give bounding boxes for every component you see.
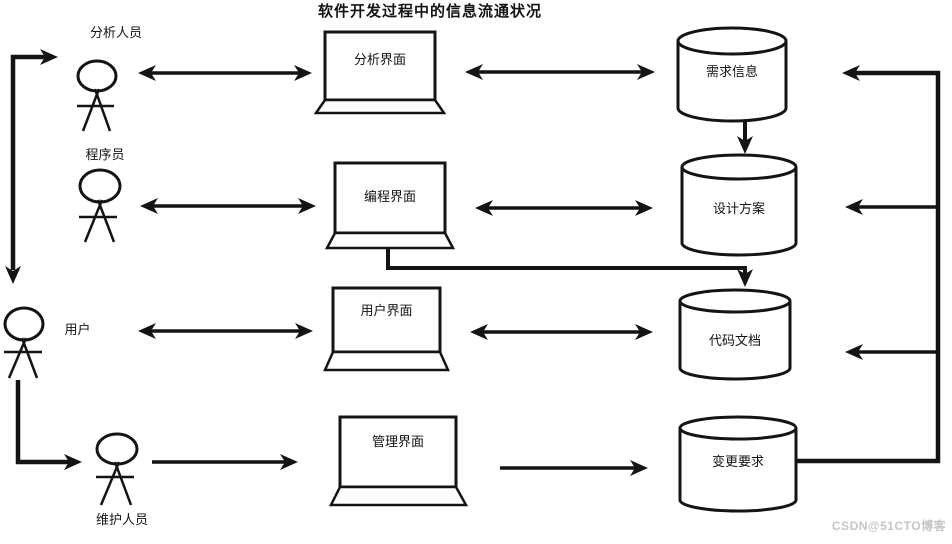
- interface-label-management: 管理界面: [371, 434, 424, 449]
- laptop-programming-interface: [324, 161, 456, 250]
- connector-programmer-programming-ui: [140, 198, 316, 214]
- actor-programmer-figure: [78, 168, 122, 243]
- connector-programming-ui-code-docs: [386, 248, 753, 287]
- connector-maintainer-management-ui: [152, 454, 298, 470]
- interface-label-programming: 编程界面: [363, 189, 416, 204]
- connector-analyst-user-bidirectional: [5, 49, 58, 284]
- cylinder-design: [680, 153, 798, 257]
- connector-analysis-ui-requirements: [465, 64, 655, 80]
- datastore-label-design: 设计方案: [712, 201, 765, 216]
- cylinder-code-docs: [678, 288, 792, 381]
- datastore-label-code-docs: 代码文档: [708, 333, 761, 348]
- laptop-analysis-interface: [313, 30, 447, 115]
- csdn-watermark: CSDN@51CTO博客: [831, 519, 947, 533]
- laptop-user-interface: [323, 286, 450, 372]
- datastore-label-change-requests: 变更要求: [711, 454, 764, 469]
- connector-user-maintainer: [15, 380, 82, 470]
- connector-user-ui-code-docs: [470, 324, 653, 340]
- actor-label-user: 用户: [64, 322, 91, 337]
- diagram-title: 软件开发过程中的信息流通状况: [317, 3, 542, 20]
- datastore-label-requirements: 需求信息: [705, 64, 758, 79]
- actor-maintainer-figure: [95, 432, 139, 506]
- interface-label-analysis: 分析界面: [353, 52, 406, 67]
- connector-programming-ui-design: [475, 200, 653, 216]
- connector-analyst-analysis-ui: [138, 65, 312, 81]
- actor-user-figure: [3, 306, 45, 379]
- actor-label-maintainer: 维护人员: [95, 512, 148, 527]
- actor-label-analyst: 分析人员: [89, 25, 142, 40]
- cylinder-change-requests: [678, 415, 798, 513]
- connector-user-user-ui: [138, 323, 313, 339]
- cylinder-requirements: [676, 26, 788, 123]
- connector-management-ui-change-requests: [500, 460, 648, 476]
- laptop-management-interface: [328, 415, 469, 507]
- connector-requirements-design: [737, 122, 753, 154]
- connector-change-requests-feedback: [796, 65, 941, 464]
- actor-analyst-figure: [76, 59, 118, 132]
- actor-label-programmer: 程序员: [85, 147, 125, 162]
- interface-label-user-ui: 用户界面: [360, 303, 413, 318]
